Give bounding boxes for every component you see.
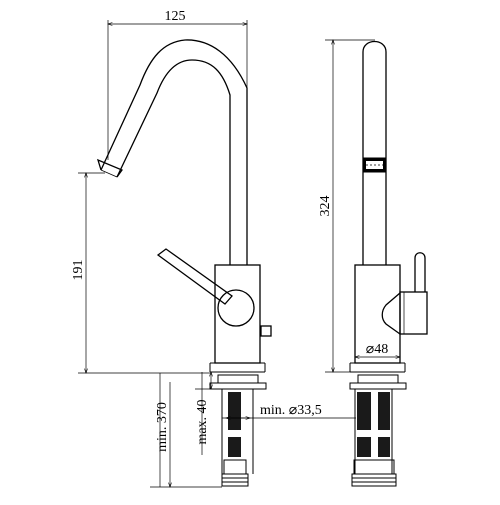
spout-aerator (96, 158, 124, 178)
dimension-max-countertop: max. 40 (195, 372, 215, 455)
dimension-base-diameter: ⌀48 (355, 342, 400, 357)
dimension-label-min-overall-length: min. 370 (155, 402, 170, 452)
dimension-label-min-hole-diameter: min. ⌀33,5 (260, 403, 322, 418)
dimension-label-spout-height: 191 (71, 260, 86, 281)
side-view (349, 40, 428, 487)
dimension-label-max-countertop: max. 40 (195, 399, 210, 444)
side-spout-tube (362, 40, 387, 265)
dimension-spout-reach: 125 (108, 9, 247, 160)
handle-lever (156, 248, 233, 305)
handle-hub (217, 289, 255, 327)
mounting-assembly-side (349, 374, 407, 487)
dimension-label-base-diameter: ⌀48 (366, 342, 388, 357)
spout-inner-edge (116, 59, 231, 265)
dimension-min-hole-diameter: min. ⌀33,5 (222, 403, 356, 418)
dimension-total-height: 324 (318, 40, 375, 372)
mounting-assembly-front (209, 374, 267, 487)
dimension-min-overall-length: min. 370 (150, 373, 222, 487)
front-view (96, 39, 272, 487)
dimension-spout-height: 191 (71, 173, 210, 373)
side-button (260, 325, 272, 337)
dimension-label-total-height: 324 (318, 196, 333, 217)
side-handle-cartridge (381, 292, 401, 335)
spout-outer-edge (100, 39, 248, 265)
side-handle-lever (414, 252, 426, 292)
dimension-label-spout-reach: 125 (165, 9, 186, 24)
